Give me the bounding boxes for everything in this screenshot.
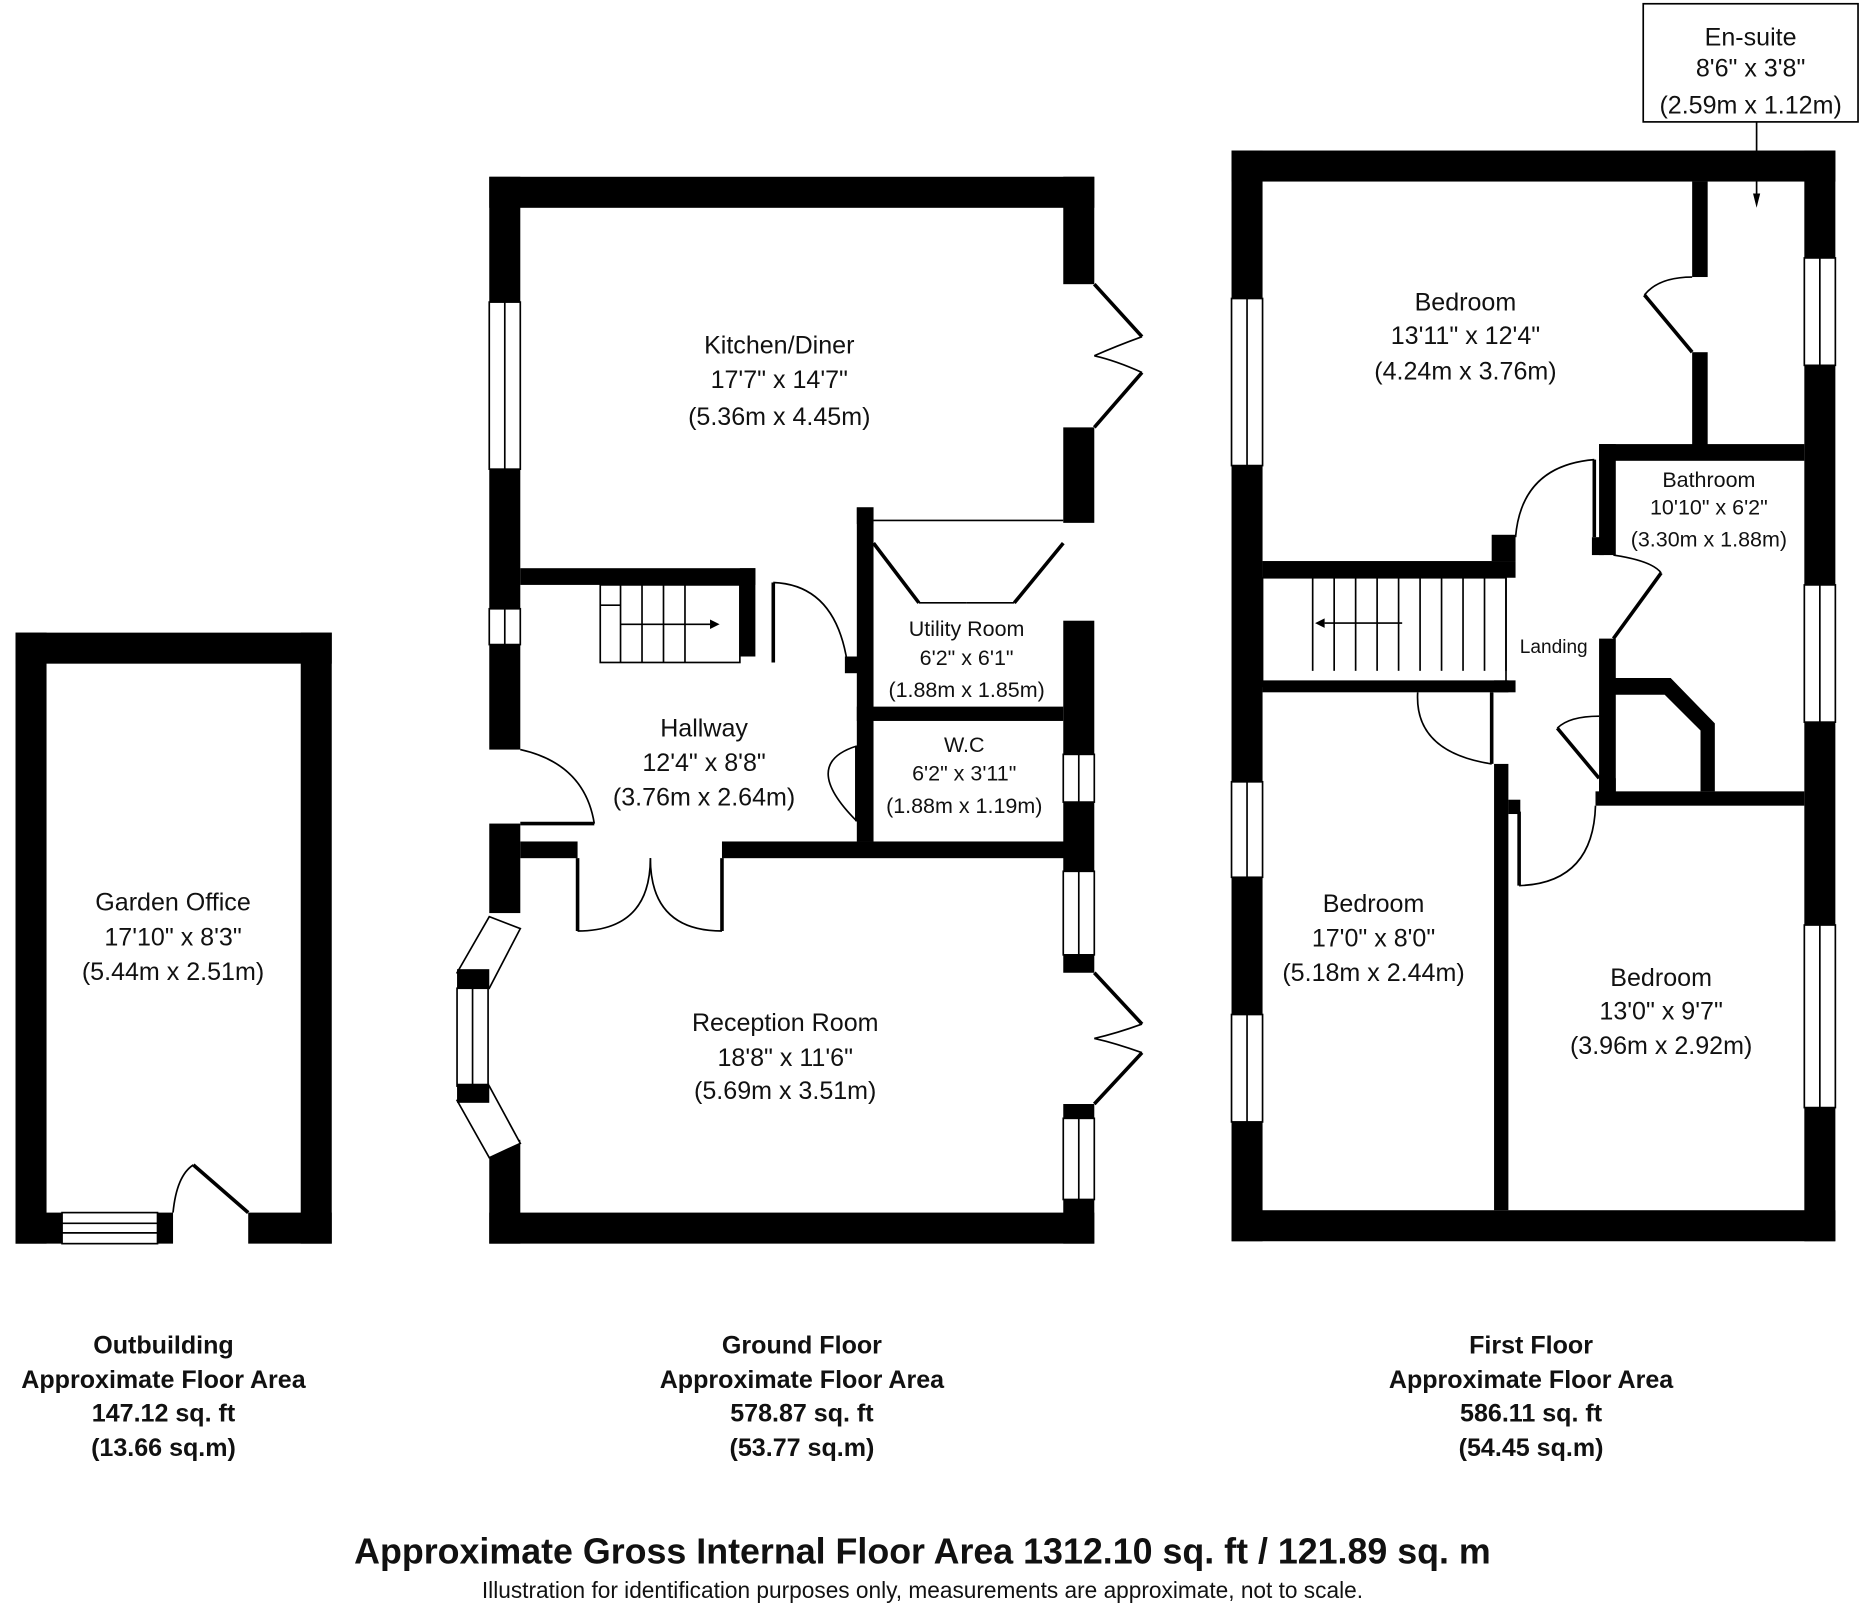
floor-area-sqm: (53.77 sq.m) <box>730 1434 875 1462</box>
room-name: Garden Office <box>95 889 250 917</box>
room-dimensions-metric: (5.69m x 3.51m) <box>694 1077 876 1105</box>
cupboard-door <box>1555 715 1601 780</box>
room-dimensions-imperial: 6'2" x 6'1" <box>920 646 1014 670</box>
window <box>1230 780 1264 879</box>
room-dimensions-imperial: 17'7" x 14'7" <box>711 366 848 394</box>
first-floor-plan <box>1230 150 1837 1242</box>
room-name: Hallway <box>660 714 748 742</box>
floor-name: First Floor <box>1469 1331 1593 1359</box>
cupboard-door <box>771 581 849 663</box>
room-label-wc: W.C 6'2" x 3'11" (1.88m x 1.19m) <box>886 733 1042 818</box>
room-dimensions-metric: (3.96m x 2.92m) <box>1570 1032 1752 1060</box>
floor-area-label: Approximate Floor Area <box>1389 1366 1674 1394</box>
floor-area-sqft: 147.12 sq. ft <box>92 1399 236 1427</box>
room-dimensions-metric: (3.30m x 1.88m) <box>1631 528 1787 552</box>
front-door <box>520 748 596 826</box>
room-dimensions-imperial: 18'8" x 11'6" <box>717 1044 853 1072</box>
room-label-kitchen: Kitchen/Diner 17'7" x 14'7" (5.36m x 4.4… <box>688 331 870 431</box>
floor-area-sqft: 586.11 sq. ft <box>1460 1399 1603 1427</box>
room-dimensions-imperial: 17'0" x 8'0" <box>1312 924 1435 952</box>
window <box>1230 297 1264 467</box>
room-name: Kitchen/Diner <box>704 331 854 359</box>
room-dimensions-imperial: 13'0" x 9'7" <box>1599 997 1722 1025</box>
gross-floor-area: Approximate Gross Internal Floor Area 13… <box>354 1531 1491 1571</box>
window <box>1062 1117 1096 1201</box>
window <box>61 1211 159 1245</box>
room-name: Reception Room <box>692 1009 879 1037</box>
room-dimensions-metric: (5.44m x 2.51m) <box>82 958 264 986</box>
window <box>1803 257 1837 367</box>
room-name: En-suite <box>1705 24 1797 52</box>
reception-french-doors <box>1092 971 1144 1106</box>
room-name: Bedroom <box>1323 890 1425 918</box>
room-dimensions-metric: (3.76m x 2.64m) <box>613 784 795 812</box>
ground-floor-plan <box>455 176 1144 1244</box>
room-label-landing: Landing <box>1520 637 1588 658</box>
floor-area-sqm: (54.45 sq.m) <box>1459 1434 1604 1462</box>
room-name: Bedroom <box>1610 964 1712 992</box>
room-dimensions-metric: (1.88m x 1.85m) <box>888 678 1044 702</box>
room-dimensions-metric: (4.24m x 3.76m) <box>1374 358 1556 386</box>
room-name: W.C <box>944 733 985 757</box>
floor-name: Ground Floor <box>722 1331 882 1359</box>
room-dimensions-imperial: 8'6" x 3'8" <box>1696 55 1806 83</box>
door <box>172 1163 250 1214</box>
room-dimensions-imperial: 17'10" x 8'3" <box>104 923 241 951</box>
room-dimensions-imperial: 10'10" x 6'2" <box>1650 496 1768 520</box>
room-label-ensuite: En-suite 8'6" x 3'8" (2.59m x 1.12m) <box>1642 2 1859 208</box>
floor-area-sqm: (13.66 sq.m) <box>91 1434 236 1462</box>
room-dimensions-metric: (2.59m x 1.12m) <box>1659 92 1841 120</box>
room-label-hallway: Hallway 12'4" x 8'8" (3.76m x 2.64m) <box>613 714 795 811</box>
room-name: Bathroom <box>1662 468 1755 492</box>
window <box>1062 870 1096 956</box>
window <box>1230 1013 1264 1123</box>
utility-doors <box>872 542 1065 604</box>
room-dimensions-metric: (5.36m x 4.45m) <box>688 403 870 431</box>
kitchen-french-doors <box>1092 282 1144 429</box>
room-dimensions-imperial: 13'11" x 12'4" <box>1391 322 1540 350</box>
room-label-bedroom-2: Bedroom 17'0" x 8'0" (5.18m x 2.44m) <box>1282 890 1464 987</box>
floor-area-label: Approximate Floor Area <box>660 1366 945 1394</box>
disclaimer: Illustration for identification purposes… <box>482 1577 1363 1603</box>
room-dimensions-imperial: 6'2" x 3'11" <box>912 762 1016 786</box>
room-label-bedroom-3: Bedroom 13'0" x 9'7" (3.96m x 2.92m) <box>1570 964 1752 1060</box>
window <box>1062 753 1096 803</box>
room-dimensions-metric: (5.18m x 2.44m) <box>1282 959 1464 987</box>
room-label-reception: Reception Room 18'8" x 11'6" (5.69m x 3.… <box>692 1009 879 1105</box>
bedroom2-door <box>1416 692 1494 765</box>
room-dimensions-metric: (1.88m x 1.19m) <box>886 794 1042 818</box>
floor-area-first: First Floor Approximate Floor Area 586.1… <box>1389 1331 1674 1462</box>
reception-double-doors <box>575 858 724 932</box>
stairs <box>1261 576 1507 688</box>
room-label-utility: Utility Room 6'2" x 6'1" (1.88m x 1.85m) <box>888 617 1044 702</box>
room-name: Utility Room <box>909 617 1025 641</box>
room-label-bedroom-1: Bedroom 13'11" x 12'4" (4.24m x 3.76m) <box>1374 288 1556 385</box>
bedroom3-door <box>1517 805 1597 887</box>
window <box>488 301 522 470</box>
window <box>1803 584 1837 723</box>
window <box>488 607 522 646</box>
floor-name: Outbuilding <box>93 1331 234 1359</box>
room-label-garden-office: Garden Office 17'10" x 8'3" (5.44m x 2.5… <box>82 889 264 986</box>
bay-window <box>455 915 522 1159</box>
wc-door <box>827 745 859 822</box>
floor-area-ground: Ground Floor Approximate Floor Area 578.… <box>660 1331 945 1462</box>
stairs <box>599 584 741 664</box>
room-dimensions-imperial: 12'4" x 8'8" <box>642 749 765 777</box>
ensuite-door <box>1643 276 1694 354</box>
outbuilding-plan <box>15 632 332 1245</box>
room-name: Bedroom <box>1415 288 1517 316</box>
room-label-bathroom: Bathroom 10'10" x 6'2" (3.30m x 1.88m) <box>1631 468 1787 552</box>
bathroom-door <box>1514 458 1663 640</box>
floor-area-sqft: 578.87 sq. ft <box>730 1399 874 1427</box>
floor-area-outbuilding: Outbuilding Approximate Floor Area 147.1… <box>21 1331 306 1462</box>
window <box>1803 924 1837 1109</box>
floor-area-label: Approximate Floor Area <box>21 1366 306 1394</box>
